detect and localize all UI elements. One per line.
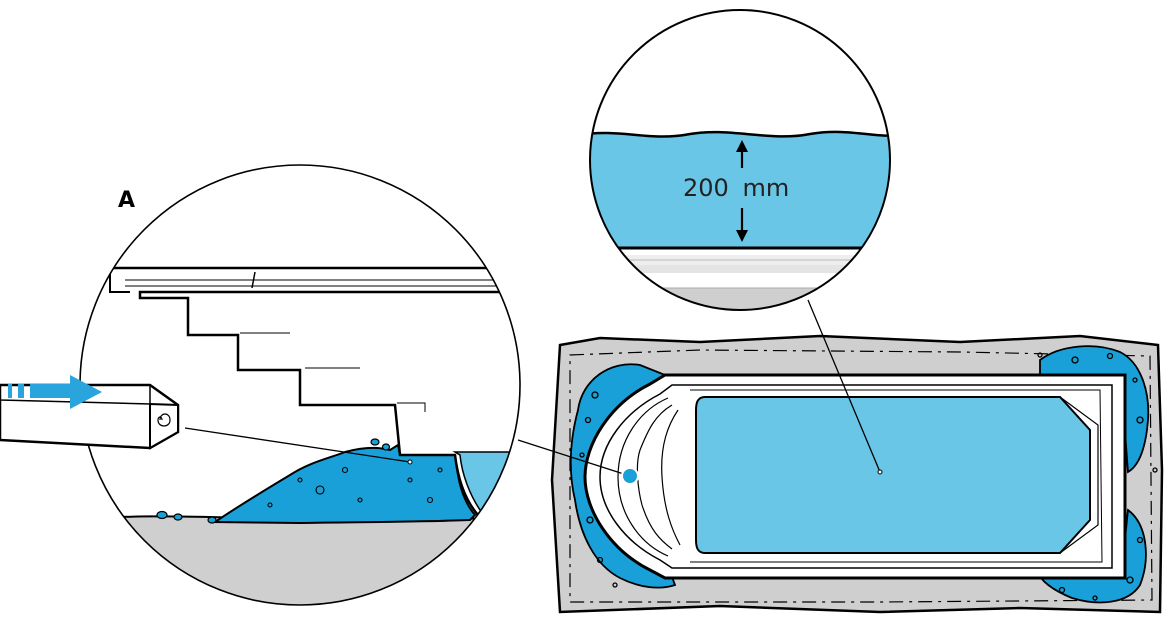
detail-a-shell-profile xyxy=(110,266,502,516)
pool-steps-contour-1 xyxy=(617,397,669,557)
detail-a-step-inner-3 xyxy=(397,402,426,412)
measurement-label: 200 mm xyxy=(683,174,789,202)
detail-a-coping-top xyxy=(109,268,130,293)
push-direction-arrow-icon xyxy=(8,375,102,409)
leader-line-tool xyxy=(184,427,411,463)
dimension-arrow-down xyxy=(736,208,748,242)
pool-water-edge xyxy=(1059,396,1099,554)
leader-dot-top xyxy=(877,469,883,475)
wood-grain-icon xyxy=(157,413,171,427)
water-body xyxy=(590,130,890,250)
shell-band-2 xyxy=(590,265,890,273)
detail-a-gravel-outlines xyxy=(267,466,443,508)
water-level-detail-outline xyxy=(589,9,891,311)
leader-line-top xyxy=(807,299,881,473)
leader-line-detail-a xyxy=(517,439,631,477)
measurement-value: 200 xyxy=(683,174,729,202)
dimension-arrow-up xyxy=(736,140,748,168)
water-level-detail: 200 mm xyxy=(589,9,891,311)
measurement-unit: mm xyxy=(742,174,789,202)
pool-plan-view xyxy=(550,334,1164,614)
detail-a-ground xyxy=(80,515,520,605)
detail-a-label: A xyxy=(118,188,135,213)
pool-shell-wall-line xyxy=(690,389,1103,563)
detail-a-location-marker xyxy=(621,467,639,485)
detail-a-gravel xyxy=(156,438,391,524)
leader-dot-tool xyxy=(407,459,413,465)
ground-band xyxy=(590,288,890,310)
tamping-tool xyxy=(0,383,180,450)
excavation-inner-edge xyxy=(569,349,1153,603)
pool-water-plan xyxy=(695,396,1091,554)
pool-shell-inner-rim xyxy=(599,384,1113,569)
detail-a-coping-mark xyxy=(251,271,256,289)
pool-steps-contour-3 xyxy=(661,409,681,546)
gravel-dots xyxy=(579,352,1158,601)
